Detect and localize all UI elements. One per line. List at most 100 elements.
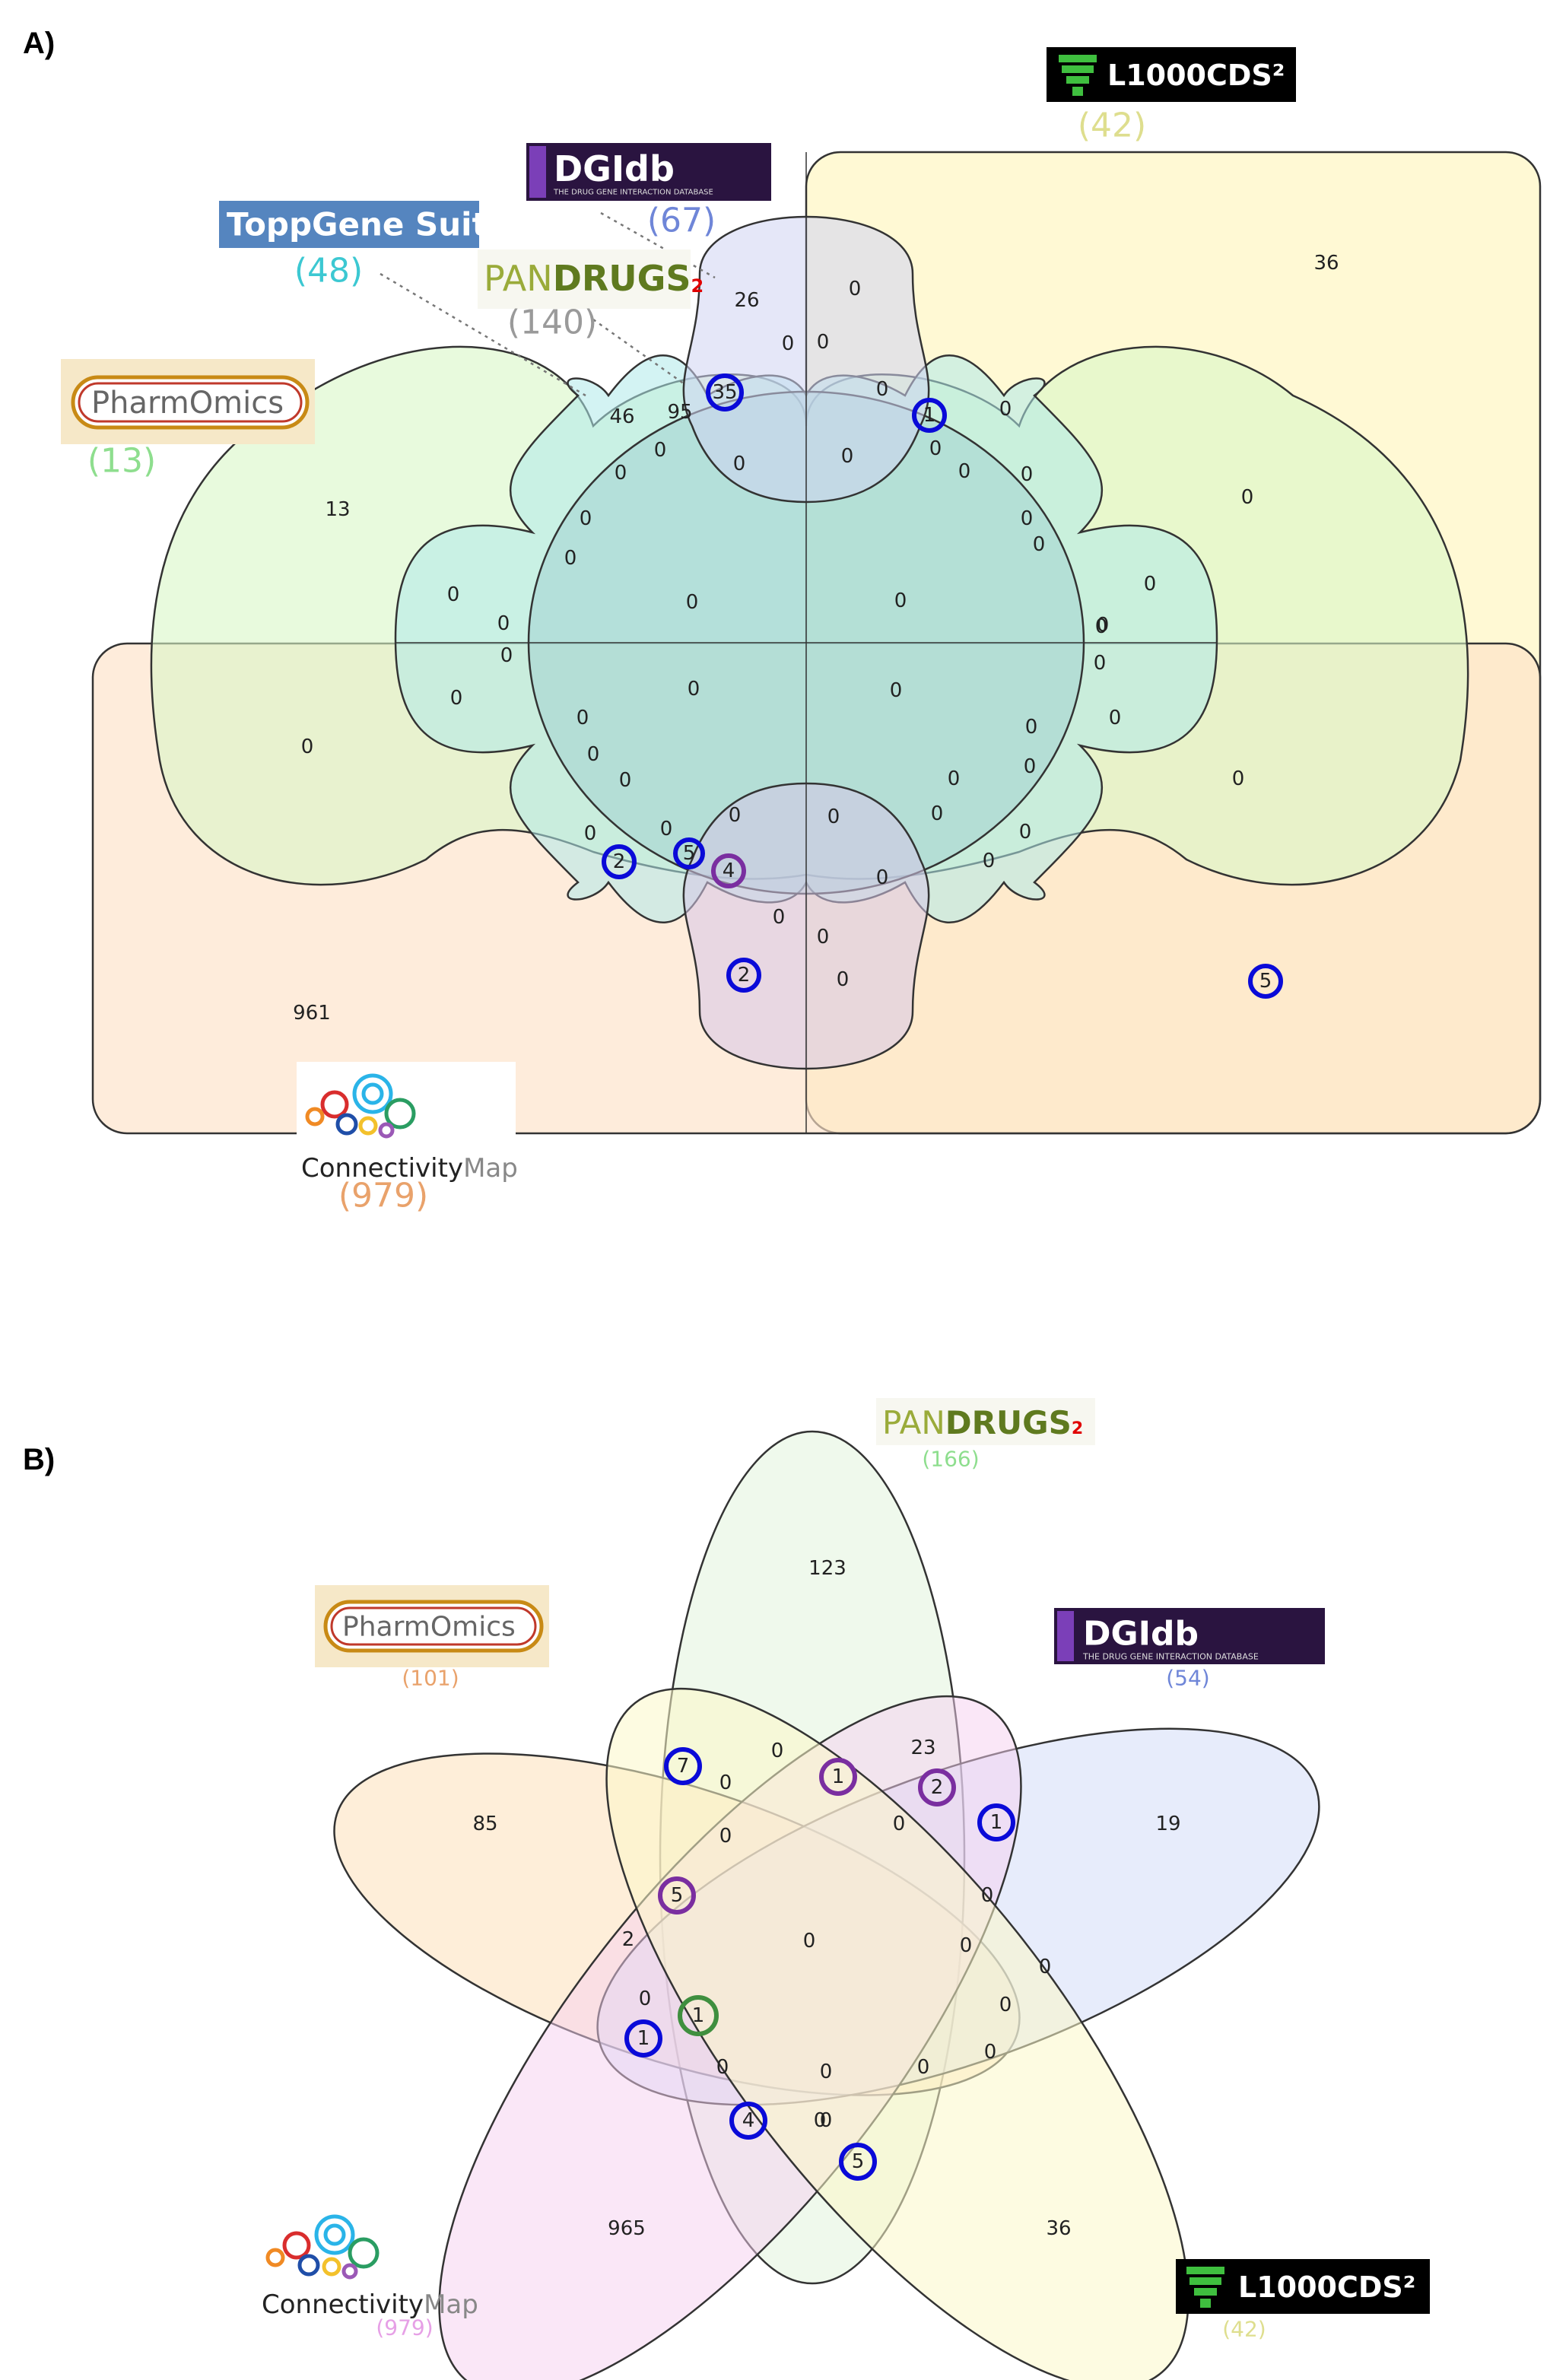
panel-a-region-count: 5 [683,842,696,865]
panel-b-region-count: 1 [692,2004,705,2027]
cmap-count-a: (979) [338,1177,428,1215]
panel-a-region-count: 0 [688,678,700,701]
panel-b-region-count: 0 [820,2061,833,2083]
panel-a-region-count: 0 [615,462,627,485]
panel-b-region-count: 0 [960,1934,973,1957]
cmap-logo-a: ConnectivityMap [297,1062,518,1184]
panel-a-region-count: 0 [686,591,699,614]
panel-b-label: B) [23,1443,55,1476]
panel-a-region-count: 0 [729,804,742,827]
pandrugs-logo-b: PANDRUGS2 [876,1398,1095,1445]
panel-b-region-count: 0 [893,1813,906,1835]
panel-a-label: A) [23,27,55,60]
l1000cds2-logo-text-b: L1000CDS² [1238,2270,1415,2304]
dgidb-count-a: (67) [647,202,716,240]
panel-a-region-count: 0 [837,968,850,991]
panel-b-region-count: 0 [917,2056,930,2079]
panel-a-region-count: 0 [983,850,996,872]
panel-a-region-count: 0 [1232,767,1245,790]
panel-a-region-count: 0 [782,332,795,355]
panel-a-region-count: 0 [497,612,510,635]
panel-b-region-count: 1 [990,1811,1003,1834]
panel-b-region-count: 1 [832,1765,845,1788]
l1000cds2-logo-b: L1000CDS² [1176,2259,1430,2314]
pharmomics-count-b: (101) [402,1666,459,1691]
panel-a-region-count: 0 [817,331,830,354]
pandrugs-logo-a: PANDRUGS2 [478,249,704,309]
toppgene-count-a: (48) [294,252,363,291]
panel-b-region-count: 1 [637,2027,650,2050]
pandrugs-count-b: (166) [922,1447,979,1472]
panel-a-region-count: 0 [929,437,942,460]
panel-a-region-count: 0 [849,278,862,300]
panel-b-region-count: 2 [622,1928,635,1951]
panel-a-region-count: 0 [890,679,903,702]
panel-a-region-count: 1 [923,404,936,427]
panel-a-region-count: 0 [773,906,786,929]
panel-b-region-count: 0 [1039,1956,1052,1978]
panel-a-highlights [602,373,1283,999]
dgidb-logo-a: DGIdb THE DRUG GENE INTERACTION DATABASE [526,143,771,201]
panel-a-region-count: 46 [609,405,634,428]
panel-b-region-count: 2 [931,1776,944,1799]
panel-b-region-count: 0 [639,1988,652,2010]
panel-a-region-count: 0 [817,926,830,949]
panel-a-region-count: 0 [1094,652,1107,675]
panel-b-region-count: 0 [820,2109,833,2132]
panel-a-region-count: 0 [841,445,854,468]
panel-a-region-count: 0 [876,866,889,889]
panel-a-leader-lines [380,211,716,397]
panel-b-region-count: 0 [716,2056,729,2079]
pharmomics-logo-b: PharmOmics [315,1585,549,1667]
panel-a-region-count: 0 [660,818,673,840]
panel-b-region-count: 0 [984,2041,997,2064]
panel-b-highlights [624,1747,1015,2181]
l1000cds2-count-b: (42) [1222,2317,1266,2342]
dgidb-logo-text-a: DGIdb [554,148,675,189]
pharmomics-logo-a: PharmOmics [61,359,315,444]
panel-a-region-count: 0 [931,802,944,825]
panel-a-region-count: 0 [580,507,592,530]
panel-b-region-count: 0 [999,1994,1012,2016]
dgidb-tagline-a: THE DRUG GENE INTERACTION DATABASE [553,189,713,197]
panel-b-region-count: 23 [910,1737,935,1759]
panel-a-region-count: 13 [325,498,350,521]
panel-a-region-count: 0 [1024,755,1037,778]
panel-a-region-count: 2 [613,850,626,873]
dgidb-logo-b: DGIdb THE DRUG GENE INTERACTION DATABASE [1054,1608,1325,1664]
panel-a-region-count: 0 [733,453,746,475]
panel-a-region-count: 961 [293,1002,331,1025]
panel-b-region-count: 5 [671,1884,684,1907]
panel-a-region-count: 0 [1095,615,1108,638]
panel-a-region-count: 0 [1019,821,1032,844]
panel-a-region-count: 0 [584,822,597,845]
panel-b-region-count: 7 [677,1755,690,1778]
panel-a-region-count: 0 [450,687,463,710]
panel-a-region-count: 0 [1144,573,1157,596]
panel-b-region-count: 36 [1046,2217,1071,2240]
panel-b-region-count: 19 [1155,1813,1180,1835]
panel-a-region-count: 0 [447,583,460,606]
panel-b-region-count: 5 [852,2150,865,2173]
panel-b-region-count: 0 [981,1884,994,1907]
panel-a-region-count: 0 [1021,507,1034,530]
panel-a-region-count: 0 [1025,716,1038,739]
panel-b-region-count: 0 [719,1825,732,1848]
panel-a-region-count: 0 [1033,533,1046,556]
panel-a-region-count: 0 [894,589,907,612]
panel-a-region-count: 2 [738,964,751,987]
dgidb-tagline-b: THE DRUG GENE INTERACTION DATABASE [1082,1652,1259,1662]
l1000cds2-count-a: (42) [1078,106,1146,145]
panel-a-region-count: 95 [667,401,692,424]
panel-b-region-count: 0 [803,1930,816,1953]
cmap-logo-b: ConnectivityMap [262,2214,478,2320]
l1000cds2-logo-text-a: L1000CDS² [1107,59,1285,92]
panel-a-venn [91,151,1542,1135]
toppgene-logo-a: ToppGene Suite [219,201,509,248]
pharmomics-logo-text-a: PharmOmics [91,386,284,421]
panel-a-region-count: 0 [876,378,889,401]
panel-a-region-count: 4 [723,860,735,882]
